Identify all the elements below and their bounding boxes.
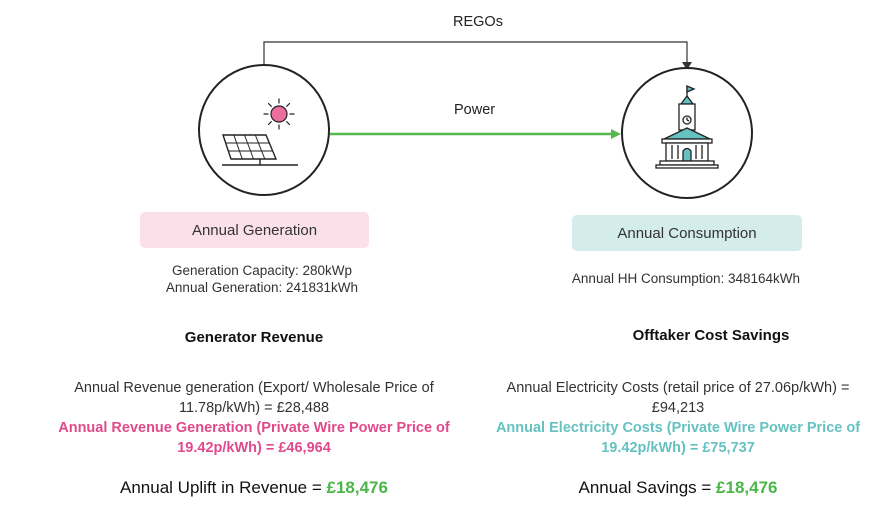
regos-label: REGOs bbox=[453, 14, 503, 30]
power-label: Power bbox=[454, 102, 496, 118]
generation-details: Generation Capacity: 280kWp Annual Gener… bbox=[114, 262, 410, 296]
annual-generation-box: Annual Generation bbox=[140, 212, 369, 248]
annual-savings-value: £18,476 bbox=[716, 478, 778, 497]
retail-cost-line-2: £94,213 bbox=[651, 400, 705, 416]
offtaker-cost-details: Annual Electricity Costs (retail price o… bbox=[468, 378, 888, 458]
annual-uplift-value: £18,476 bbox=[326, 478, 388, 497]
offtaker-cost-savings-heading: Offtaker Cost Savings bbox=[632, 327, 790, 344]
private-wire-cost-line-1: Annual Electricity Costs (Private Wire P… bbox=[495, 420, 861, 436]
generator-revenue-details: Annual Revenue generation (Export/ Whole… bbox=[34, 378, 474, 458]
annual-consumption-label: Annual Consumption bbox=[617, 224, 757, 242]
power-arrow bbox=[330, 129, 621, 139]
annual-generation-label: Annual Generation bbox=[191, 221, 318, 239]
export-revenue-line-2: 11.78p/kWh) = £28,488 bbox=[178, 400, 330, 416]
annual-hh-consumption-text: Annual HH Consumption: 348164kWh bbox=[571, 271, 801, 286]
retail-cost-line-1: Annual Electricity Costs (retail price o… bbox=[506, 380, 850, 396]
private-wire-revenue-line-2: 19.42p/kWh) = £46,964 bbox=[177, 440, 331, 456]
generation-capacity-text: Generation Capacity: 280kWp bbox=[171, 263, 353, 278]
regos-connector bbox=[263, 41, 692, 82]
annual-savings-line: Annual Savings = £18,476 bbox=[488, 478, 868, 498]
annual-savings-label: Annual Savings = bbox=[578, 478, 717, 497]
private-wire-revenue-line-1: Annual Revenue Generation (Private Wire … bbox=[58, 420, 450, 436]
annual-generation-text: Annual Generation: 241831kWh bbox=[165, 280, 359, 295]
solar-panel-icon bbox=[222, 98, 298, 166]
generator-revenue-heading: Generator Revenue bbox=[184, 329, 324, 346]
annual-uplift-line: Annual Uplift in Revenue = £18,476 bbox=[54, 478, 454, 498]
export-revenue-line-1: Annual Revenue generation (Export/ Whole… bbox=[74, 380, 434, 396]
private-wire-cost-line-2: 19.42p/kWh) = £75,737 bbox=[601, 440, 755, 456]
annual-consumption-box: Annual Consumption bbox=[572, 215, 802, 251]
generator-circle bbox=[198, 64, 330, 196]
town-hall-icon bbox=[655, 85, 719, 169]
annual-uplift-label: Annual Uplift in Revenue = bbox=[120, 478, 327, 497]
consumption-details: Annual HH Consumption: 348164kWh bbox=[536, 270, 836, 287]
